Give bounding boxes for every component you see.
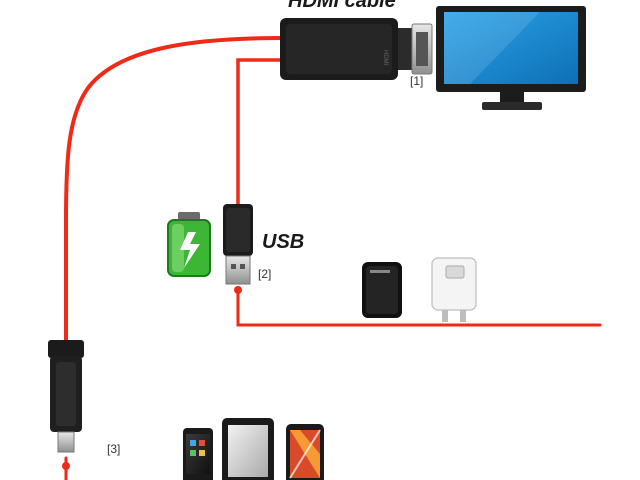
hdmi-cable-label: HDMI cable — [288, 0, 396, 12]
svg-text:HDMI: HDMI — [382, 50, 388, 66]
hdmi-to-micro-usb-cable — [64, 36, 284, 342]
micro-usb-end-dot — [62, 462, 70, 470]
micro-usb-plug — [48, 340, 84, 470]
hdmi-to-usb-branch-cable — [236, 58, 286, 206]
smartphone-icon — [183, 428, 213, 480]
marker-2-label: [2] — [258, 267, 272, 281]
tablet-icon — [222, 418, 274, 480]
usb-end-dot — [234, 286, 242, 294]
marker-1-label: [1] — [410, 74, 424, 88]
hdmi-adapter: HDMI — [280, 18, 433, 80]
red-cables — [64, 36, 602, 480]
tv-monitor-icon — [436, 6, 586, 110]
marker-3-label: [3] — [107, 442, 121, 456]
usb-plug — [223, 204, 253, 294]
battery-icon — [167, 212, 211, 277]
charger-line — [236, 286, 602, 327]
usb-label: USB — [262, 231, 305, 253]
power-adapter-icon — [431, 257, 477, 322]
wall-charger-icon — [362, 262, 402, 318]
phone-icon — [286, 424, 324, 480]
